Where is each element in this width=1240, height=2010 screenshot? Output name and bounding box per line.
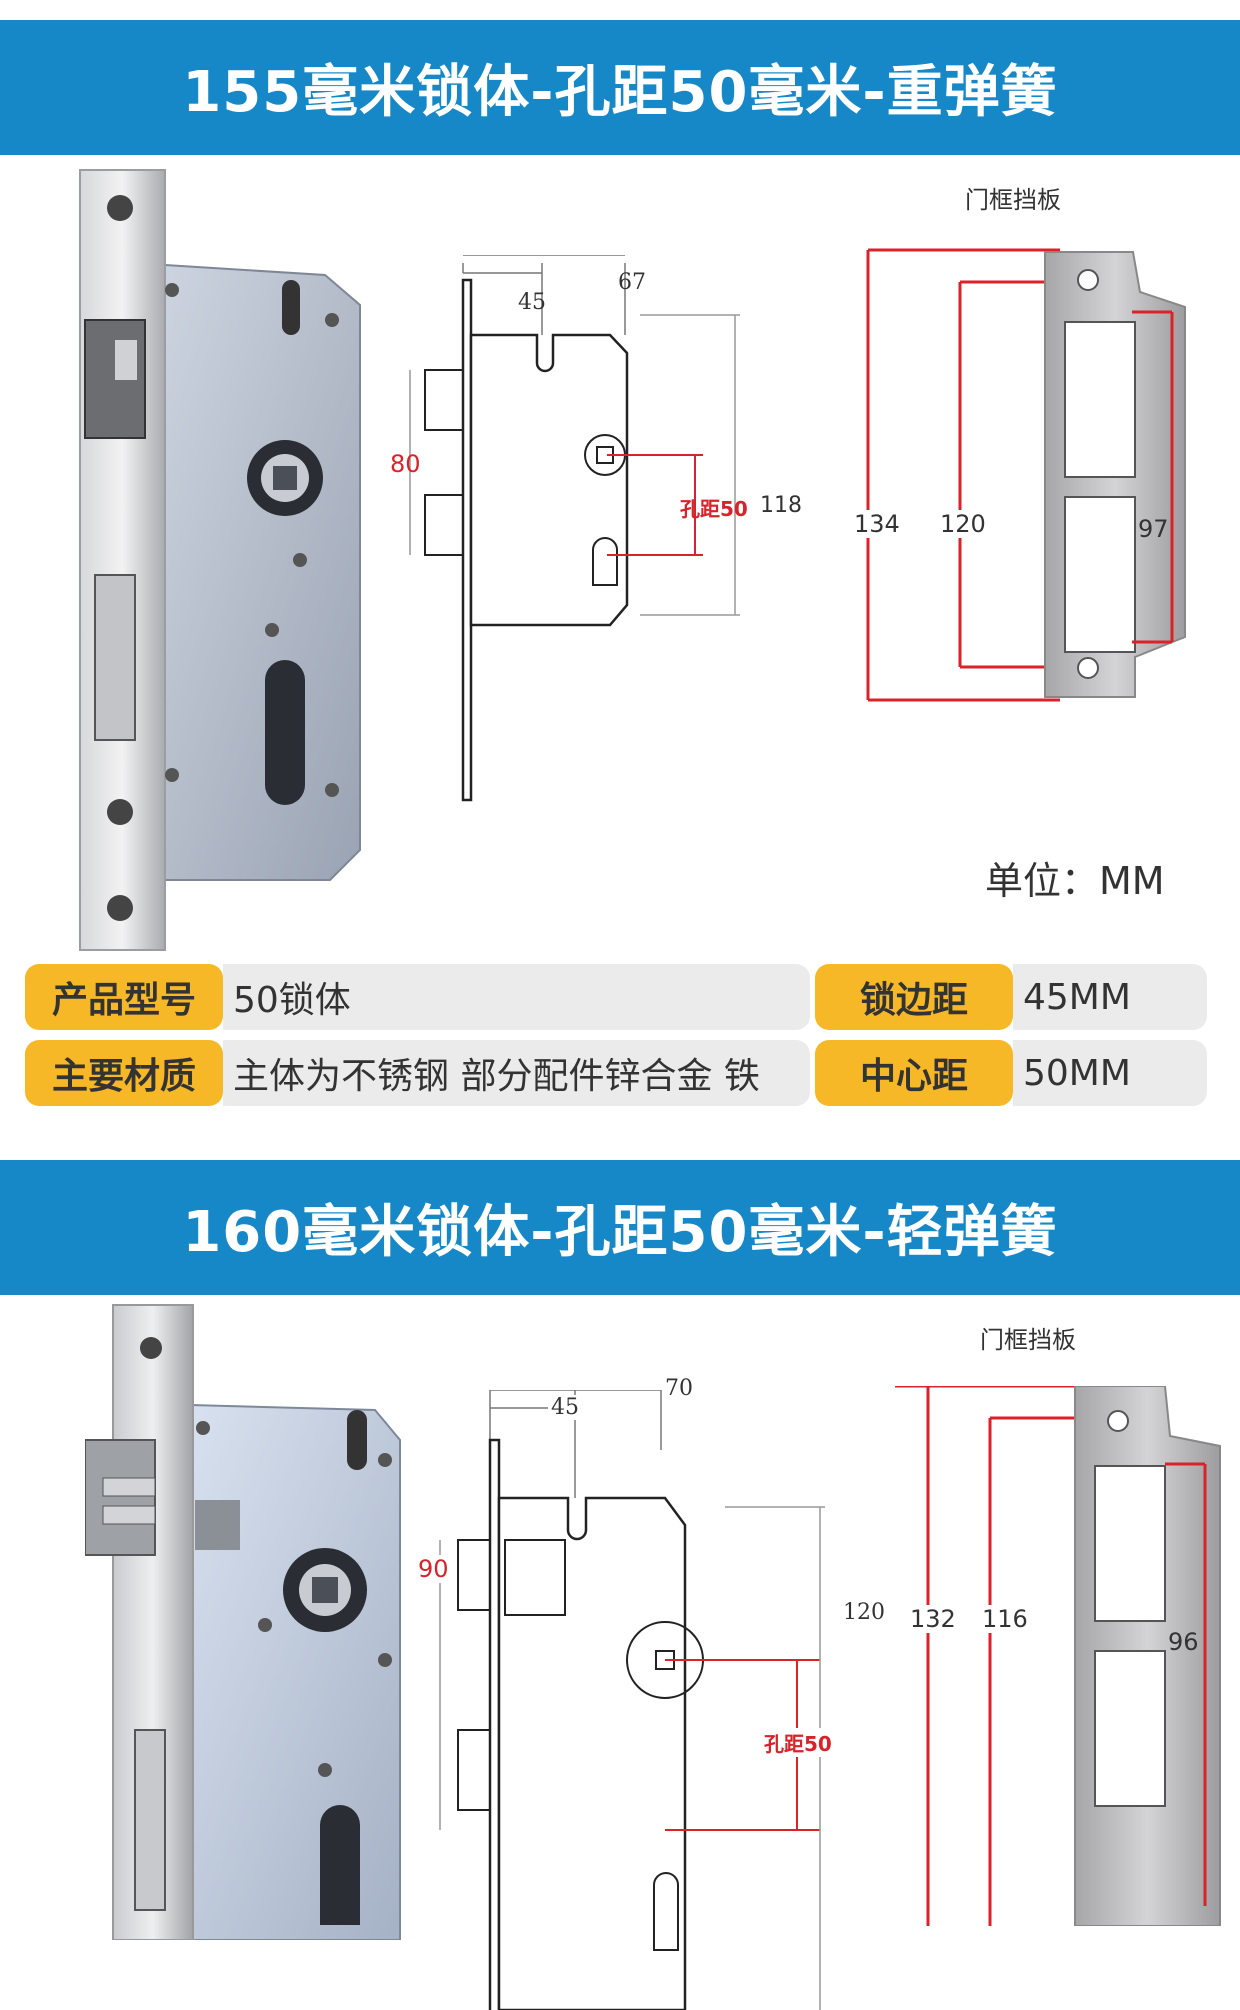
strike2-dim-inner: 116: [980, 1605, 1030, 1633]
drawing1-dim-right-height: 118: [760, 493, 802, 518]
strike1-dim-total: 134: [852, 510, 902, 538]
drawing2-dim-right-height: 120: [843, 1600, 885, 1625]
lock-technical-drawing: [409, 255, 740, 802]
spec-center-distance: 中心距 50MM: [815, 1040, 1207, 1106]
drawing1-dim-left-height: 80: [390, 450, 421, 478]
section2-banner: 160毫米锁体-孔距50毫米-轻弹簧: [0, 1160, 1240, 1295]
spec-material: 主要材质 主体为不锈钢 部分配件锌合金 铁: [25, 1040, 810, 1106]
spec-model-value: 50锁体: [223, 964, 810, 1030]
strike2-dim-window: 96: [1168, 1628, 1199, 1656]
lock-body-photo-2: [85, 1304, 401, 1940]
strike-plate-label-1: 门框挡板: [965, 186, 1061, 214]
drawing2-dim-backset: 45: [548, 1395, 582, 1420]
unit-label: 单位：MM: [985, 859, 1165, 903]
drawing1-dim-top-total: 67: [618, 270, 646, 295]
strike-plate-drawing-2: [895, 1386, 1221, 1926]
spec-model: 产品型号 50锁体: [25, 964, 810, 1030]
strike2-dim-total: 132: [908, 1605, 958, 1633]
spec-center-distance-key: 中心距: [815, 1040, 1013, 1106]
drawing1-dim-backset: 45: [518, 290, 546, 315]
section2-title: 160毫米锁体-孔距50毫米-轻弹簧: [182, 1200, 1058, 1265]
strike-plate-drawing-1: [866, 248, 1186, 702]
section1-title: 155毫米锁体-孔距50毫米-重弹簧: [182, 60, 1058, 125]
strike-plate-label-2: 门框挡板: [980, 1326, 1076, 1354]
section2-content: 70 45 90 孔距50 120 门框挡板 132 116 96: [0, 1300, 1240, 2010]
section1-content: 67 45 80 孔距50 118 门框挡板 134 120 97 单位：MM: [0, 160, 1240, 951]
spec-backset-key: 锁边距: [815, 964, 1013, 1030]
spec-material-key: 主要材质: [25, 1040, 223, 1106]
spec-center-distance-value: 50MM: [1013, 1040, 1207, 1106]
lock-technical-drawing-2: [439, 1390, 825, 2010]
lock-body-photo: [79, 169, 361, 951]
spec-model-key: 产品型号: [25, 964, 223, 1030]
drawing2-dim-hole-distance: 孔距50: [764, 1728, 832, 1757]
spec-backset: 锁边距 45MM: [815, 964, 1207, 1030]
spec-backset-value: 45MM: [1013, 964, 1207, 1030]
strike1-dim-window: 97: [1138, 515, 1169, 543]
strike1-dim-inner: 120: [938, 510, 988, 538]
drawing2-dim-left-height: 90: [418, 1555, 449, 1583]
spec-material-value: 主体为不锈钢 部分配件锌合金 铁: [223, 1040, 810, 1106]
section1-banner: 155毫米锁体-孔距50毫米-重弹簧: [0, 20, 1240, 155]
drawing2-dim-top-total: 70: [662, 1376, 696, 1401]
drawing1-dim-hole-distance: 孔距50: [680, 497, 748, 521]
